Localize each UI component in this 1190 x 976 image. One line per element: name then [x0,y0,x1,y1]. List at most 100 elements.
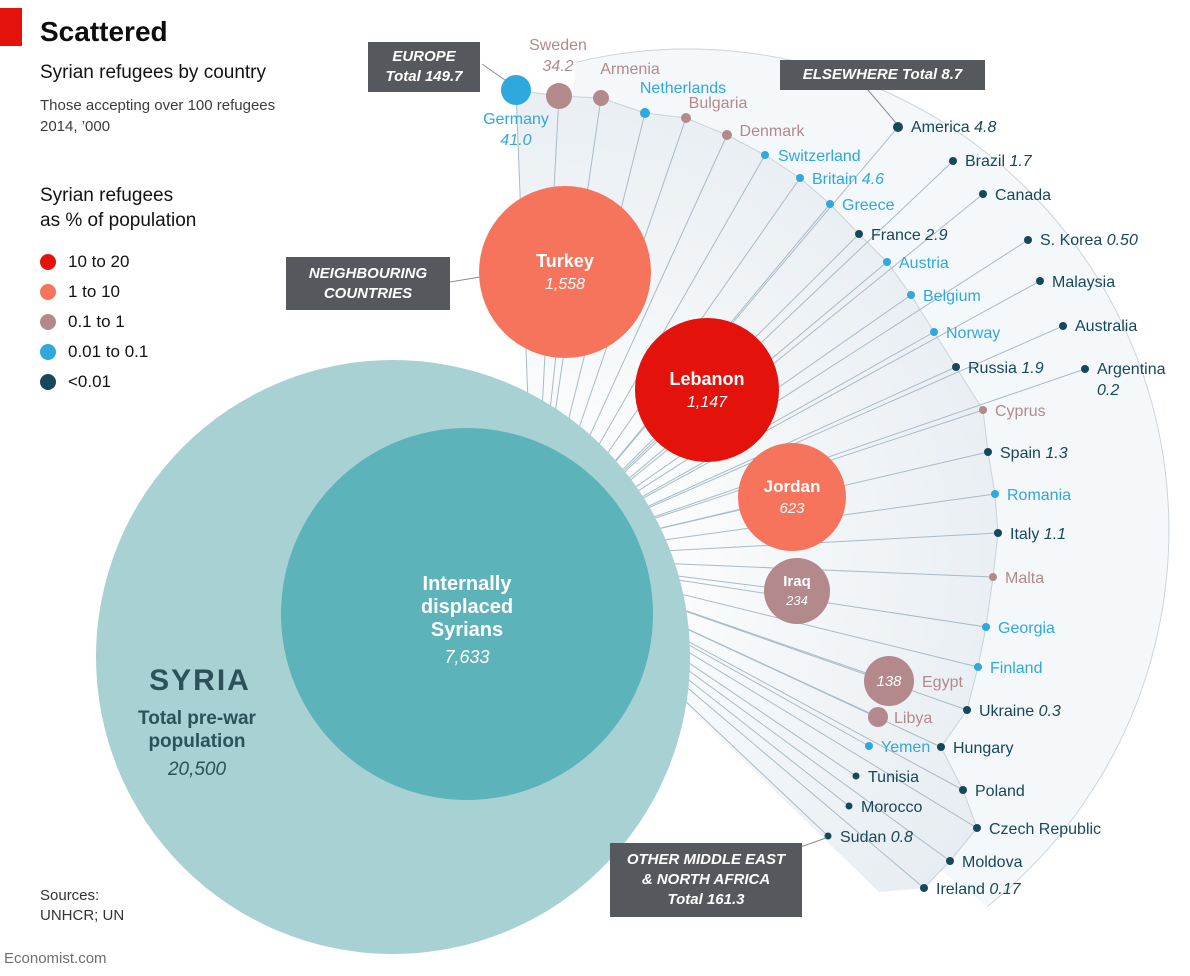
connector-neighbouring [449,276,481,283]
dot-canada [979,190,987,198]
dot-norway [930,328,938,336]
label-greece: Greece [842,197,895,214]
dot-denmark [722,130,732,140]
economist-red-tab [0,8,22,46]
legend-label: <0.01 [68,372,112,391]
label-value-sweden: 34.2 [542,58,573,75]
label-switzerland: Switzerland [778,148,861,165]
legend-dot-navy [40,374,56,390]
bubble-value-lebanon: 1,147 [687,394,728,411]
idp-label-line1: Internally [423,573,513,595]
sources-line2: UNHCR; UN [40,907,125,924]
legend-title-line1: Syrian refugees [40,185,174,206]
dot-romania [991,490,999,498]
connector-elsewhere [867,89,897,124]
dot-georgia [982,623,990,631]
legend-label: 10 to 20 [68,252,130,271]
label-canada: Canada [995,187,1051,204]
label-ireland: Ireland 0.17 [936,881,1022,898]
label-morocco: Morocco [861,799,922,816]
bubble-lebanon [635,318,779,462]
fan-outer-band-edge [575,48,1170,907]
bubble-name-lebanon: Lebanon [670,369,745,389]
label-czech-republic: Czech Republic [989,821,1101,838]
label-georgia: Georgia [998,620,1055,637]
dot-sudan [824,832,832,840]
sources: Sources: UNHCR; UN [40,886,124,926]
bubble-germany [501,75,531,105]
label-france: France 2.9 [871,227,948,244]
dot-argentina [1081,365,1089,373]
label-bulgaria: Bulgaria [689,95,748,112]
sources-line1: Sources: [40,887,100,904]
legend-item: <0.01 [40,367,196,397]
dot-spain [984,448,992,456]
label-yemen: Yemen [881,739,930,756]
internally-displaced-circle [281,428,653,800]
dot-yemen [865,742,873,750]
label-ukraine: Ukraine 0.3 [979,703,1061,720]
label-denmark: Denmark [740,123,806,140]
idp-label-line2: displaced [421,596,513,618]
legend-items: 10 to 20 1 to 10 0.1 to 1 0.01 to 0.1 <0.01 [40,247,196,397]
label-netherlands: Netherlands [640,80,726,97]
bubble-value-jordan: 623 [779,500,805,517]
syria-label: SYRIA [149,664,251,697]
label-america: America 4.8 [911,119,996,136]
dot-poland [959,786,967,794]
dot-malta [989,573,997,581]
bubble-name-iraq: Iraq [783,573,811,590]
dot-france [855,230,863,238]
label-moldova: Moldova [962,854,1023,871]
legend-label: 1 to 10 [68,282,120,301]
label-sweden: Sweden [529,37,587,54]
label-armenia: Armenia [600,61,660,78]
syria-note-line1: Total pre-war [138,708,256,729]
bubble-armenia [593,90,609,106]
dot-tunisia [852,772,860,780]
label-brazil: Brazil 1.7 [965,153,1033,170]
syria-layer: SYRIA Total pre-war population 20,500 In… [96,360,690,954]
label-australia: Australia [1075,318,1137,335]
page-note-line2: 2014, ’000 [40,118,111,135]
legend-dot-blue [40,344,56,360]
bubble-turkey [479,186,651,358]
idp-label-line3: Syrians [431,619,503,641]
bubble-value-turkey: 1,558 [545,276,585,293]
label-hungary: Hungary [953,740,1013,757]
label-tunisia: Tunisia [868,769,919,786]
bubble-jordan [738,443,846,551]
label-belgium: Belgium [923,288,981,305]
bubble-name-turkey: Turkey [536,251,594,271]
bubble-name-jordan: Jordan [764,477,821,496]
legend-item: 10 to 20 [40,247,196,277]
dot-russia [952,363,960,371]
legend-item: 0.1 to 1 [40,307,196,337]
legend-label: 0.1 to 1 [68,312,125,331]
syria-population-value: 20,500 [167,759,227,780]
page-note-line1: Those accepting over 100 refugees [40,97,276,114]
economist-footer: Economist.com [4,950,107,967]
syria-note-line2: population [148,731,245,752]
label-germany: Germany [483,111,549,128]
label-italy: Italy 1.1 [1010,526,1066,543]
label-s-korea: S. Korea 0.50 [1040,232,1138,249]
label-argentina: Argentina [1097,361,1166,378]
bubbles-layer [479,75,1089,892]
connector-europe [481,63,506,81]
label-egypt: Egypt [922,674,963,691]
legend-title-line2: as % of population [40,210,197,231]
legend: Syrian refugees as % of population 10 to… [40,183,196,397]
label-value-germany: 41.0 [500,132,531,149]
dot-moldova [946,857,954,865]
label-libya: Libya [894,710,932,727]
label-norway: Norway [946,325,1000,342]
country-labels-layer: Turkey1,558Lebanon1,147Jordan623Iraq234G… [483,37,1165,898]
label-spain: Spain 1.3 [1000,445,1068,462]
label-malaysia: Malaysia [1052,274,1115,291]
legend-item: 0.01 to 0.1 [40,337,196,367]
dot-finland [974,663,982,671]
bubble-sweden [546,83,572,109]
